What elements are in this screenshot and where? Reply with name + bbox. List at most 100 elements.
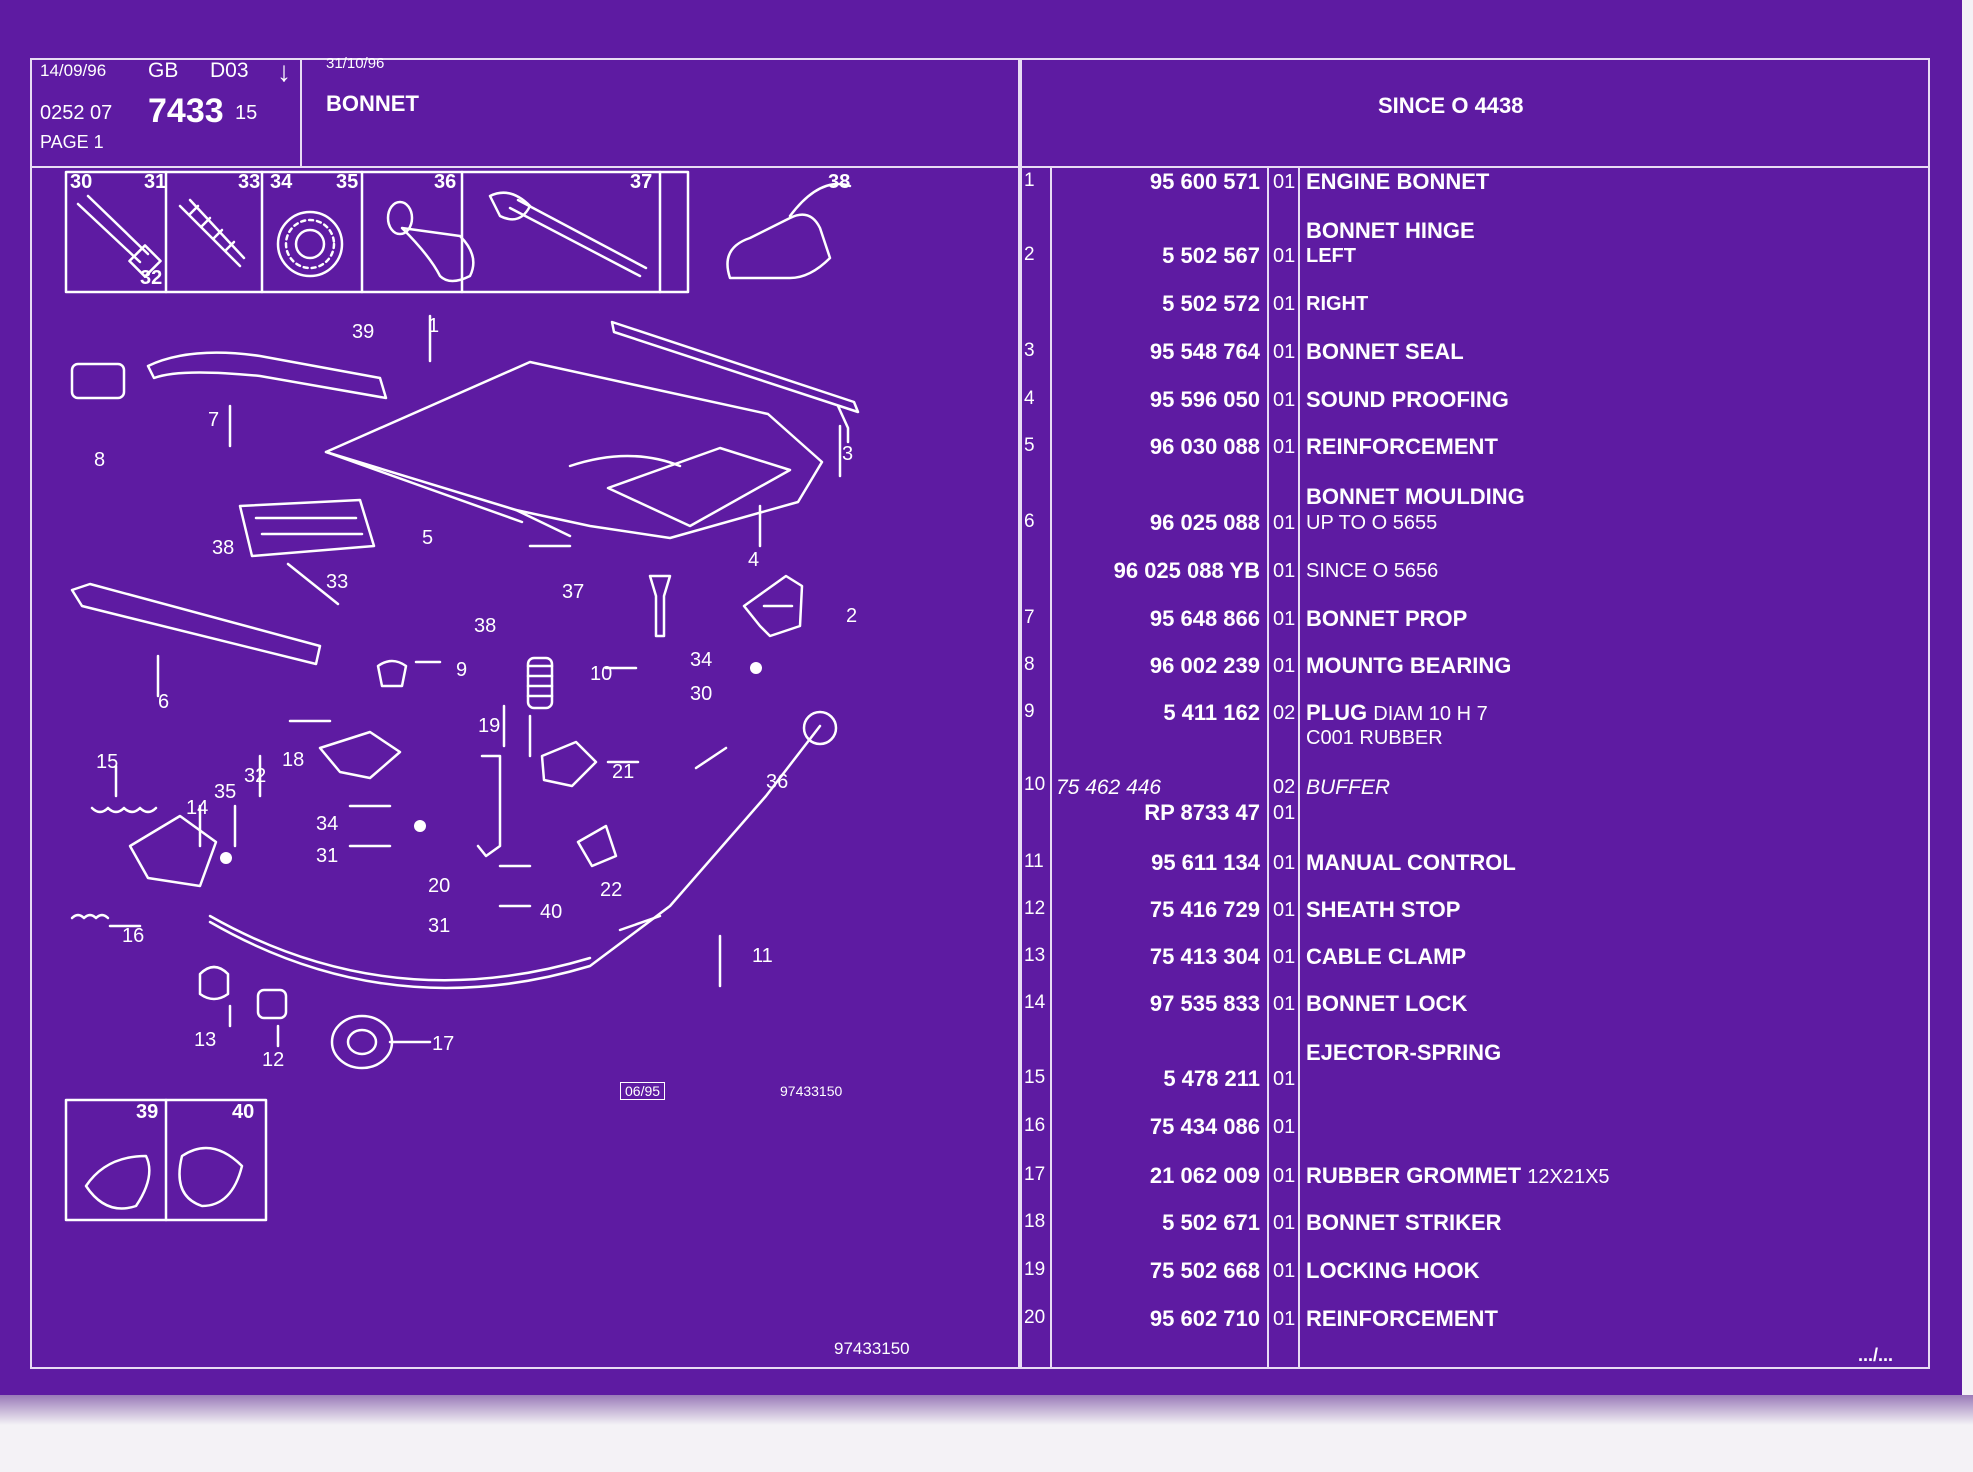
- part-quantity: 01: [1273, 1068, 1296, 1090]
- rivet-icon: [488, 191, 648, 278]
- parts-table-panel: [1020, 166, 1930, 1369]
- spring-16: [70, 913, 110, 920]
- part-quantity: 01: [1273, 341, 1296, 363]
- part-reference: 21 062 009: [1149, 1163, 1260, 1188]
- part-quantity: 01: [1273, 389, 1296, 411]
- bolt-icon: [76, 194, 162, 278]
- column-divider-qty: [1298, 166, 1300, 1369]
- part-description: BONNET LOCK: [1306, 991, 1468, 1016]
- part-number: 8: [1024, 654, 1035, 675]
- page-title: BONNET: [326, 91, 419, 116]
- bonnet-striker: [318, 730, 402, 780]
- part-quantity: 01: [1273, 1308, 1296, 1330]
- cable-clamp-part: [576, 824, 618, 868]
- callout-31-b: 31: [428, 915, 451, 937]
- part-quantity: 01: [1273, 608, 1296, 630]
- part-description: EJECTOR-SPRING: [1306, 1040, 1502, 1065]
- inset-label-31: 31: [144, 171, 167, 193]
- clip-icon: [726, 182, 852, 280]
- bonnet-lock: [128, 814, 218, 888]
- inset-label-37: 37: [630, 171, 653, 193]
- part-quantity: 01: [1273, 436, 1296, 458]
- part-reference: 5 502 671: [1162, 1210, 1260, 1235]
- part-description-main: PLUG: [1306, 700, 1368, 725]
- part-description-extra: DIAM 10 H 7: [1373, 703, 1488, 725]
- locking-hook: [476, 754, 502, 858]
- part-quantity: 01: [1273, 512, 1296, 534]
- control-cable: [208, 724, 822, 990]
- since-label: SINCE O 4438: [1378, 93, 1524, 118]
- inset-label-40: 40: [232, 1101, 255, 1123]
- part-number: 1: [1024, 170, 1035, 191]
- continued-marker: .../...: [1858, 1345, 1894, 1365]
- callout-12: 12: [262, 1049, 285, 1071]
- part-reference: 96 002 239: [1149, 653, 1260, 678]
- part-description: BONNET STRIKER: [1306, 1210, 1502, 1235]
- part-number: 3: [1024, 340, 1035, 361]
- part-number: 20: [1024, 1307, 1046, 1328]
- part-reference: 5 411 162: [1163, 700, 1260, 725]
- part-reference: 96 030 088: [1149, 434, 1260, 459]
- callout-33: 33: [326, 571, 349, 593]
- part-description: C001 RUBBER: [1306, 727, 1443, 749]
- callout-14: 14: [186, 797, 209, 819]
- diagram-code-stamp: 97433150: [780, 1083, 843, 1099]
- plug-part: [376, 659, 408, 688]
- part-description: BONNET SEAL: [1306, 339, 1464, 364]
- bonnet-moulding: [70, 582, 322, 666]
- callout-34-a: 34: [316, 813, 339, 835]
- callout-2: 2: [846, 605, 858, 627]
- part-reference: 75 413 304: [1149, 944, 1260, 969]
- part-reference: 96 025 088 YB: [1113, 558, 1260, 583]
- part-quantity: 01: [1273, 802, 1296, 824]
- buffer-part: [526, 656, 554, 710]
- part-number: 14: [1024, 992, 1046, 1013]
- part-description: MOUNTG BEARING: [1306, 653, 1512, 678]
- clip-39-icon: [84, 1154, 151, 1210]
- ref-suffix: 15: [235, 102, 258, 124]
- callout-34-b: 34: [690, 649, 713, 671]
- part-quantity: 02: [1273, 776, 1296, 798]
- inset-label-32: 32: [140, 267, 163, 289]
- callout-6: 6: [158, 691, 170, 713]
- part-description-extra: 12X21X5: [1527, 1166, 1610, 1188]
- inset-label-34: 34: [270, 171, 293, 193]
- callout-9: 9: [456, 659, 468, 681]
- part-description: LOCKING HOOK: [1306, 1258, 1480, 1283]
- part-reference: 5 478 211: [1163, 1066, 1260, 1091]
- part-reference: 95 611 134: [1151, 850, 1260, 875]
- part-reference: 75 416 729: [1149, 897, 1260, 922]
- sheath-stop: [256, 988, 288, 1020]
- part-reference: 96 025 088: [1149, 510, 1260, 535]
- part-quantity: 01: [1273, 852, 1296, 874]
- part-quantity: 01: [1273, 560, 1296, 582]
- part-description: BONNET PROP: [1306, 606, 1468, 631]
- rubber-grommet: [330, 1014, 394, 1070]
- callout-8: 8: [94, 449, 106, 471]
- bonnet-prop: [146, 351, 388, 400]
- fastener-inset-frame: [64, 170, 690, 294]
- callout-4: 4: [748, 549, 760, 571]
- part-description: PLUG DIAM 10 H 7: [1306, 700, 1488, 725]
- part-description: SHEATH STOP: [1306, 897, 1461, 922]
- callout-11: 11: [752, 945, 773, 967]
- ref-main: 7433: [148, 92, 224, 130]
- part-reference: 95 602 710: [1149, 1306, 1260, 1331]
- doc-code: D03: [210, 59, 249, 82]
- callout-32: 32: [244, 765, 267, 787]
- part-number: 17: [1024, 1164, 1046, 1185]
- part-description: SINCE O 5656: [1306, 560, 1439, 582]
- callout-40: 40: [540, 901, 563, 923]
- part-quantity: 01: [1273, 171, 1296, 193]
- revision-date: 31/10/96: [326, 55, 385, 72]
- callout-21: 21: [612, 761, 635, 783]
- callout-13: 13: [194, 1029, 217, 1051]
- part-description: SOUND PROOFING: [1306, 387, 1509, 412]
- diagram-panel: [30, 166, 1020, 1369]
- part-reference: 75 502 668: [1149, 1258, 1260, 1283]
- part-number: 18: [1024, 1211, 1046, 1232]
- part-reference: 95 600 571: [1149, 169, 1260, 194]
- issue-date: 14/09/96: [40, 61, 107, 80]
- part-number: 16: [1024, 1115, 1046, 1136]
- inset-label-35: 35: [336, 171, 359, 193]
